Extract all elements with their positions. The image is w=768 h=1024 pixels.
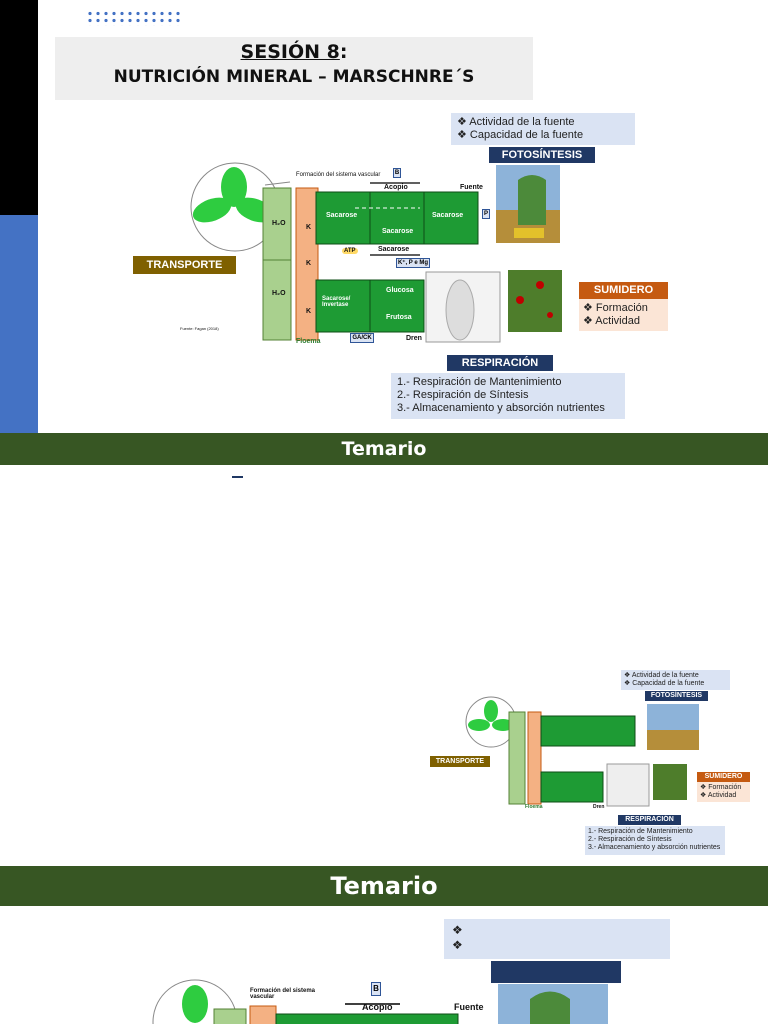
diagram-small-shapes [465, 696, 699, 807]
small-sumidero-items: ❖ Formación ❖ Actividad [697, 782, 750, 802]
title-session: SESIÓN 8 [240, 41, 340, 63]
small-label-fotosintesis: FOTOSÍNTESIS [645, 691, 708, 701]
small-sumidero-formacion: ❖ Formación [700, 784, 742, 791]
respiracion-items: 1.- Respiración de Mantenimiento 2.- Res… [391, 373, 625, 419]
label-sacarose-3: Sacarose [432, 212, 464, 219]
small-respiracion-item-3: 3.- Almacenamiento y absorción nutriente… [588, 844, 721, 851]
small-bullet-activity: ❖ Actividad de la fuente [624, 672, 699, 679]
label-fuente: Fuente [460, 184, 483, 191]
label-h2o-top: H₂O [272, 220, 286, 227]
label-ga-ck: GA/CK [350, 333, 374, 343]
small-label-respiracion: RESPIRACIÓN [618, 815, 681, 825]
bottom-label-acopio: Acopio [362, 1002, 393, 1012]
label-fuente-credit: Fuente: Fagan (2018) [180, 326, 219, 331]
small-respiracion-items: 1.- Respiración de Mantenimiento 2.- Res… [585, 826, 725, 855]
small-label-transporte: TRANSPORTE [430, 756, 490, 767]
bottom-label-fuente: Fuente [454, 1002, 484, 1012]
title-colon: : [339, 41, 348, 63]
temario-bar-2: Temario [0, 866, 768, 906]
label-k-1: K [306, 224, 312, 231]
mineral-nutrition-diagram-small: ❖ Actividad de la fuente ❖ Capacidad de … [425, 668, 760, 858]
label-transporte: TRANSPORTE [133, 256, 236, 274]
bullet-source-activity: ❖ Actividad de la fuente [457, 116, 575, 128]
small-label-dren: Dren [593, 804, 605, 810]
sumidero-items: ❖ Formación ❖ Actividad [579, 299, 668, 331]
dot-pattern-decoration [86, 10, 182, 26]
bottom-diagram-shapes [152, 979, 608, 1024]
bottom-navy-bar [491, 961, 621, 983]
small-label-sumidero: SUMIDERO [697, 772, 750, 782]
slide-title: SESIÓN 8: NUTRICIÓN MINERAL – MARSCHNRE´… [55, 37, 533, 100]
small-respiracion-item-1: 1.- Respiración de Mantenimiento [588, 828, 693, 835]
respiracion-item-2: 2.- Respiración de Síntesis [397, 389, 529, 401]
small-bullet-capacity: ❖ Capacidad de la fuente [624, 680, 705, 687]
sidebar-black-strip [0, 0, 38, 215]
temario-bar-1: Temario [0, 433, 768, 465]
diagram-shapes [190, 162, 562, 343]
bottom-bullet-2: ❖ [452, 938, 463, 952]
label-fotosintesis: FOTOSÍNTESIS [489, 147, 595, 163]
sumidero-formacion: ❖ Formación [583, 302, 648, 314]
label-atp: ATP [342, 248, 358, 254]
title-subtitle: NUTRICIÓN MINERAL – MARSCHNRE´S [113, 67, 475, 87]
bottom-bullets-box: ❖ ❖ [444, 919, 670, 959]
label-sacarose-4: Sacarose [378, 246, 410, 253]
label-sacarose-invertase: Sacarose/ Invertase [322, 296, 351, 308]
respiracion-item-1: 1.- Respiración de Mantenimiento [397, 376, 562, 388]
sidebar-blue-strip [0, 215, 38, 433]
small-sumidero-actividad: ❖ Actividad [700, 792, 737, 799]
label-floema: Floema [296, 338, 321, 345]
sumidero-actividad: ❖ Actividad [583, 315, 640, 327]
small-respiracion-item-2: 2.- Respiración de Síntesis [588, 836, 672, 843]
dash-marker [232, 476, 243, 478]
source-bullets-box: ❖ Actividad de la fuente ❖ Capacidad de … [451, 113, 635, 145]
bottom-bullet-1: ❖ [452, 923, 463, 937]
label-respiracion: RESPIRACIÓN [447, 355, 553, 371]
label-b: B [393, 168, 401, 178]
respiracion-item-3: 3.- Almacenamiento y absorción nutriente… [397, 402, 605, 414]
label-sumidero: SUMIDERO [579, 282, 668, 299]
label-frutosa: Frutosa [386, 314, 412, 321]
label-formacion: Formación del sistema vascular [296, 172, 381, 178]
label-acopio: Acopio [384, 184, 408, 191]
label-k-3: K [306, 308, 312, 315]
small-label-floema: Floema [525, 804, 543, 810]
bottom-diagram-partial: Formación del sistema vascular B Acopio … [100, 964, 640, 1024]
label-glucosa: Glucosa [386, 287, 414, 294]
label-sacarose-2: Sacarose [382, 228, 414, 235]
mineral-nutrition-diagram-large: ❖ Actividad de la fuente ❖ Capacidad de … [120, 110, 700, 422]
label-sacarose-1: Sacarose [326, 212, 358, 219]
bottom-label-formacion: Formación del sistema vascular [250, 988, 316, 1000]
bullet-source-capacity: ❖ Capacidad de la fuente [457, 129, 584, 141]
label-k-2: K [306, 260, 312, 267]
label-k-p-mg: K⁺, P e Mg [396, 258, 430, 268]
small-source-bullets: ❖ Actividad de la fuente ❖ Capacidad de … [621, 670, 730, 690]
label-dren: Dren [406, 335, 422, 342]
label-p: P [482, 209, 490, 219]
bottom-label-b: B [371, 982, 381, 996]
label-h2o-bottom: H₂O [272, 290, 286, 297]
